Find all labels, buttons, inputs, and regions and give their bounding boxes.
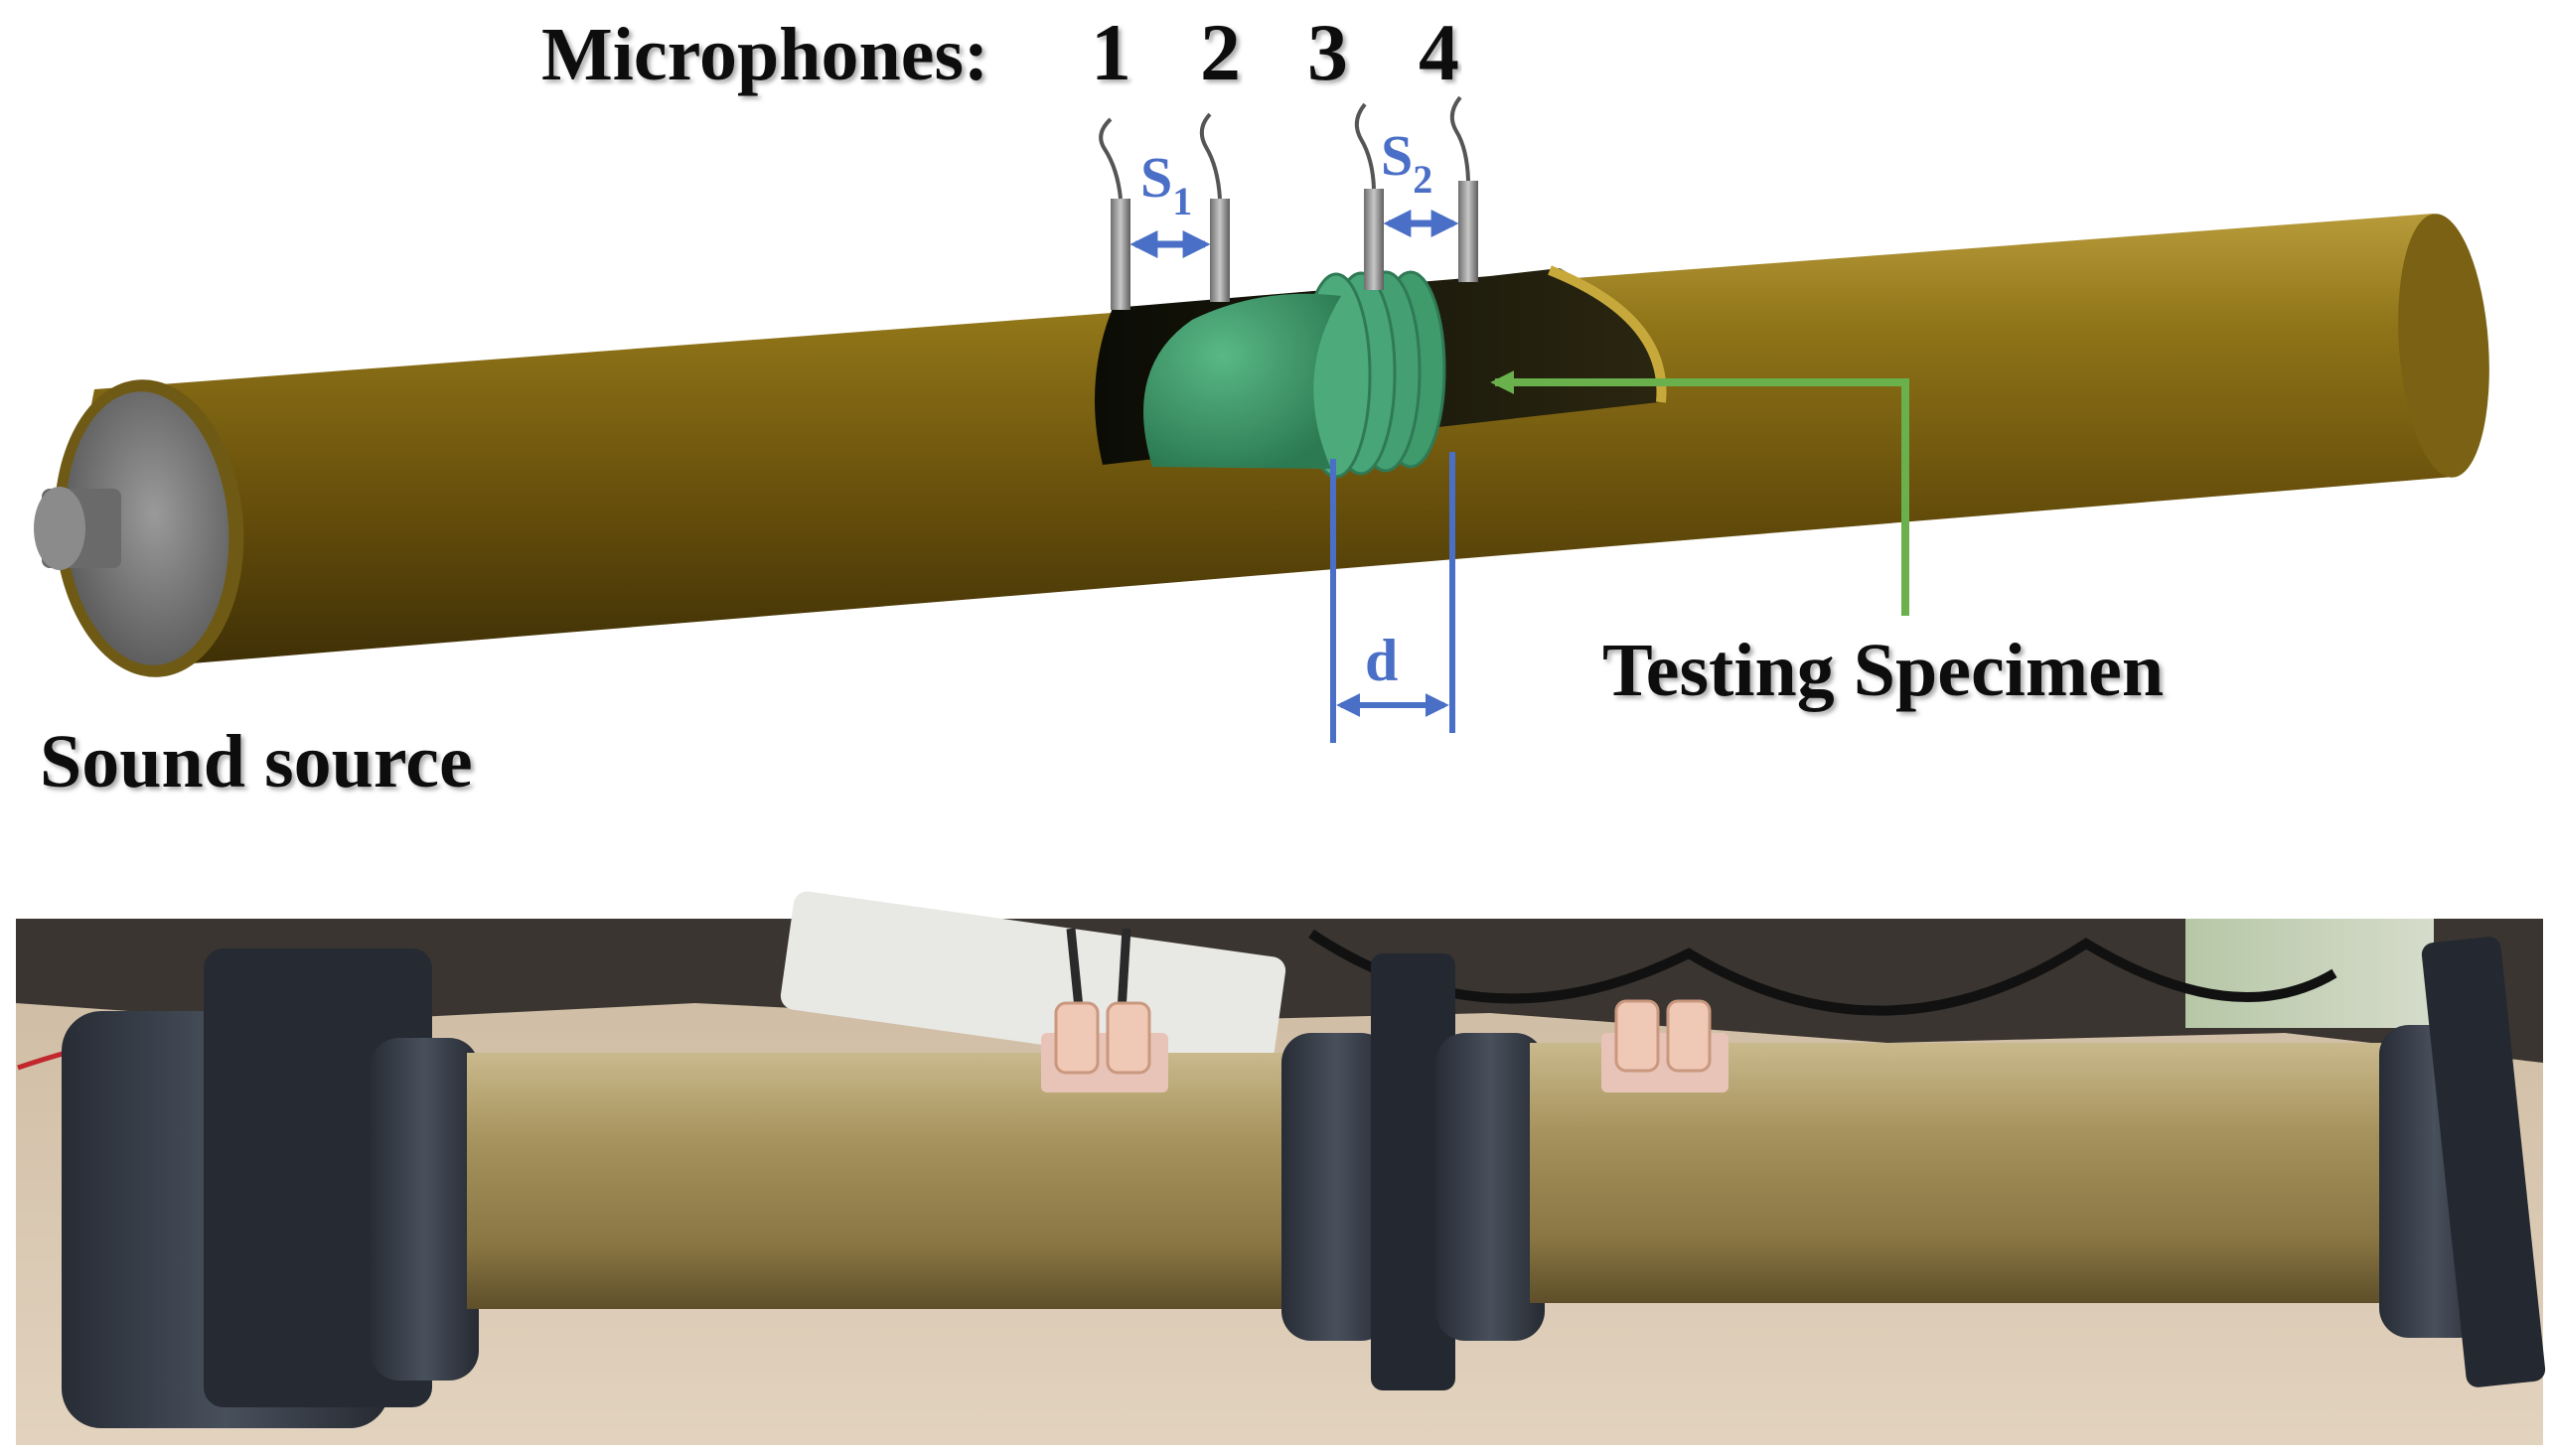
microphone-3-cable bbox=[1354, 102, 1376, 190]
microphone-2-cable bbox=[1199, 112, 1222, 200]
brass-tube-left bbox=[467, 1053, 1301, 1309]
specimen-holder-flange bbox=[1371, 953, 1455, 1390]
middle-cap-right bbox=[1435, 1033, 1545, 1341]
black-cables bbox=[1308, 929, 2337, 1016]
mic-number-3: 3 bbox=[1307, 7, 1348, 97]
microphone-probes bbox=[1099, 95, 1478, 310]
mic-port-2 bbox=[1106, 1001, 1151, 1075]
left-cap bbox=[370, 1038, 479, 1381]
power-strip bbox=[780, 891, 1286, 1076]
impedance-tube-photo bbox=[16, 891, 2546, 1445]
microphone-3 bbox=[1364, 189, 1384, 290]
microphone-2 bbox=[1210, 199, 1230, 302]
sound-source-label: Sound source bbox=[40, 720, 473, 803]
specimen-pointer-arrow bbox=[1490, 370, 1909, 616]
schematic-diagram: S1 S2 d Microphones: 1 2 3 4 Testing Spe… bbox=[34, 7, 2489, 803]
spacing-1-label: S1 bbox=[1140, 145, 1192, 223]
microphones-label: Microphones: bbox=[541, 13, 988, 96]
mic-port-1 bbox=[1054, 1001, 1100, 1075]
mic-port-4 bbox=[1666, 999, 1712, 1073]
mic-port-3 bbox=[1614, 999, 1660, 1073]
mic-number-4: 4 bbox=[1419, 7, 1459, 97]
spacing-2-label: S2 bbox=[1381, 123, 1432, 202]
speaker-knob-face bbox=[34, 487, 85, 570]
tube-right-end bbox=[2398, 214, 2489, 478]
mic-number-2: 2 bbox=[1200, 7, 1241, 97]
testing-specimen-label: Testing Specimen bbox=[1602, 629, 2164, 712]
right-end-plate bbox=[2421, 937, 2546, 1387]
microphone-4 bbox=[1458, 181, 1478, 282]
testing-specimen-discs bbox=[1143, 270, 1446, 479]
microphone-1 bbox=[1111, 199, 1130, 310]
green-panel bbox=[2185, 919, 2434, 1028]
mic-number-1: 1 bbox=[1091, 7, 1131, 97]
microphone-4-cable bbox=[1449, 95, 1470, 182]
middle-cap-left bbox=[1281, 1033, 1391, 1341]
microphone-1-cable bbox=[1099, 117, 1123, 200]
thickness-label: d bbox=[1365, 628, 1398, 693]
sound-source-face bbox=[65, 391, 229, 665]
